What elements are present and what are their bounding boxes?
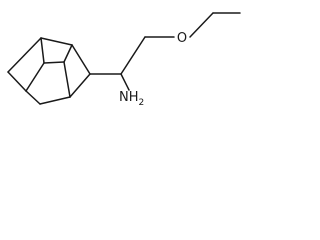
- bond: [120, 36, 146, 75]
- bond: [39, 96, 71, 105]
- bond: [7, 37, 42, 73]
- bond: [25, 62, 45, 92]
- amine-subscript: 2: [139, 98, 145, 108]
- bond: [40, 37, 45, 64]
- bond: [69, 73, 91, 98]
- bond: [71, 44, 91, 75]
- bond: [189, 12, 214, 38]
- side-chain: [89, 12, 241, 91]
- bond: [63, 44, 73, 63]
- bond: [7, 71, 27, 92]
- structure-diagram: O NH2: [0, 0, 246, 119]
- oxygen-atom-label: O: [177, 31, 187, 46]
- amine-group-label: NH2: [119, 90, 144, 108]
- bond: [120, 73, 130, 91]
- bond: [25, 90, 41, 105]
- bond: [40, 37, 73, 46]
- adamantane-cage: [7, 37, 91, 105]
- bond: [63, 61, 71, 98]
- bond: [43, 61, 65, 64]
- molecule-svg: O NH2: [7, 12, 241, 108]
- amine-atom-text: NH: [119, 90, 139, 105]
